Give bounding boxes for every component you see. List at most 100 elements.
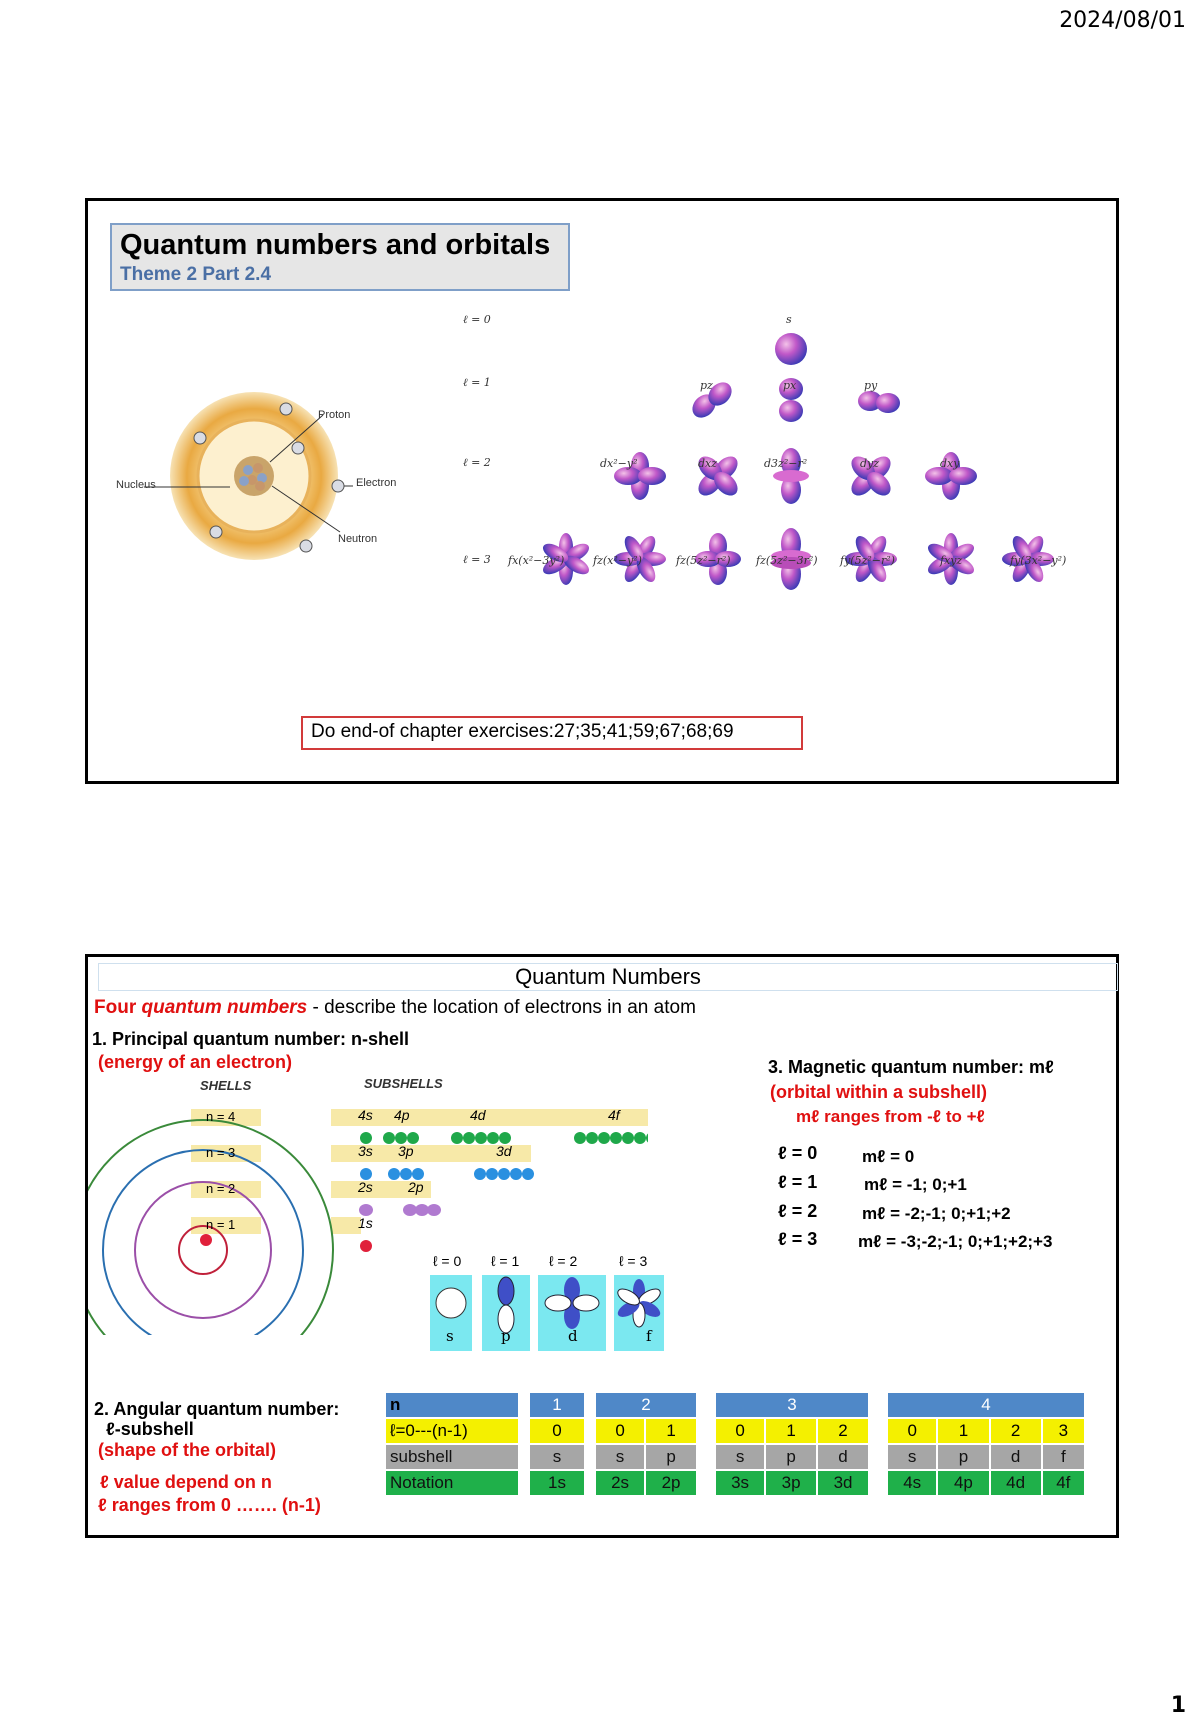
- magnetic-l: ℓ = 1: [778, 1172, 818, 1192]
- neutron-label: Neutron: [338, 533, 378, 545]
- orbital-label: pz: [700, 379, 713, 392]
- orbital-shape-panel: [430, 1275, 664, 1351]
- l-value: 3: [1042, 1419, 1084, 1443]
- shell-n1: n = 1: [206, 1217, 236, 1232]
- orbital-label: fy(5z²−r²): [840, 554, 895, 567]
- angular-heading: 2. Angular quantum number:: [94, 1399, 340, 1419]
- label-n: n: [386, 1393, 518, 1417]
- title-box: Quantum numbers and orbitals Theme 2 Par…: [110, 223, 570, 291]
- n-value: 1: [530, 1393, 584, 1417]
- magnetic-l: ℓ = 2: [778, 1201, 818, 1221]
- angular-heading2: ℓ-subshell: [106, 1419, 194, 1439]
- subshell-label: 4p: [394, 1107, 410, 1123]
- orbital-label: dxy: [940, 457, 960, 470]
- magnetic-l: ℓ = 0: [778, 1143, 818, 1163]
- label-l: ℓ=0---(n-1): [386, 1419, 518, 1443]
- subshell-label: 4d: [470, 1107, 486, 1123]
- intro-red-italic: quantum numbers: [141, 997, 308, 1018]
- magnetic-heading: 3. Magnetic quantum number: mℓ: [768, 1057, 1054, 1077]
- orbital-label: dx²−y²: [600, 457, 638, 470]
- atom-diagram: [144, 392, 353, 560]
- subshell-value: f: [1042, 1445, 1084, 1469]
- notation-value: 4p: [938, 1471, 989, 1495]
- intro-line: Four quantum numbers - describe the loca…: [94, 997, 696, 1019]
- intro-rest: - describe the location of electrons in …: [307, 997, 696, 1018]
- magnetic-m: mℓ = 0: [862, 1147, 915, 1166]
- orbital-label: px: [783, 379, 797, 392]
- l-value: 1: [646, 1419, 696, 1443]
- notation-value: 1s: [530, 1471, 584, 1495]
- proton-label: Proton: [318, 409, 351, 421]
- slide-subtitle: Theme 2 Part 2.4: [120, 264, 272, 285]
- shape-l-label: ℓ = 3: [619, 1253, 648, 1269]
- orbital-label: fxyz: [940, 554, 963, 567]
- principal-heading: 1. Principal quantum number: n-shell: [92, 1029, 410, 1049]
- orbital-label: fz(5z²−3r²): [756, 554, 818, 567]
- subshell-label: 4f: [608, 1107, 620, 1123]
- l-value: 0: [596, 1419, 645, 1443]
- angular-dep2: ℓ ranges from 0 ……. (n-1): [98, 1495, 321, 1515]
- notation-value: 3s: [716, 1471, 765, 1495]
- slide-title: Quantum numbers and orbitals: [120, 229, 551, 261]
- subshell-value: s: [716, 1445, 765, 1469]
- orbital-label: fx(x²−3y²): [508, 554, 565, 567]
- l-value: 1: [766, 1419, 817, 1443]
- l-value: 0: [716, 1419, 765, 1443]
- subshell-label: 4s: [358, 1107, 373, 1123]
- subshell-value: d: [818, 1445, 868, 1469]
- orbital-label: fy(3x²−y²): [1010, 554, 1067, 567]
- notation-value: 4d: [990, 1471, 1041, 1495]
- n-value: 2: [596, 1393, 696, 1417]
- principal-note: (energy of an electron): [98, 1052, 293, 1072]
- notation-value: 3p: [766, 1471, 817, 1495]
- notation-value: 4s: [888, 1471, 937, 1495]
- subshell-value: p: [646, 1445, 696, 1469]
- table-labels: n ℓ=0---(n-1) subshell Notation: [384, 1391, 520, 1497]
- subshells-label: SUBSHELLS: [364, 1076, 443, 1091]
- subshell-label: 1s: [358, 1215, 373, 1231]
- quantum-table: n ℓ=0---(n-1) subshell Notation 1 0 s 1s…: [384, 1391, 1086, 1497]
- date-label: 2024/08/01: [1059, 8, 1186, 33]
- label-notation: Notation: [386, 1471, 518, 1495]
- angular-note: (shape of the orbital): [98, 1440, 277, 1460]
- notation-value: 4f: [1042, 1471, 1084, 1495]
- notation-value: 2s: [596, 1471, 645, 1495]
- n-value: 4: [888, 1393, 1084, 1417]
- subshell-value: p: [766, 1445, 817, 1469]
- slide-title: Quantum Numbers: [98, 963, 1118, 991]
- subshell-label: 3s: [358, 1143, 373, 1159]
- electron-label: Electron: [356, 477, 397, 489]
- label-subshell: subshell: [386, 1445, 518, 1469]
- orbital-label: fz(x²−y²): [593, 554, 642, 567]
- exercise-note: Do end-of chapter exercises:27;35;41;59;…: [301, 716, 803, 750]
- subshell-label: 2s: [358, 1179, 373, 1195]
- orbital-row-label-l0: ℓ = 0: [463, 313, 491, 326]
- shells-label: SHELLS: [200, 1078, 252, 1093]
- orbital-shapes: [542, 333, 1054, 590]
- l-value: 2: [818, 1419, 868, 1443]
- l-value: 1: [938, 1419, 989, 1443]
- magnetic-m: mℓ = -3;-2;-1; 0;+1;+2;+3: [858, 1232, 1053, 1251]
- notation-value: 2p: [646, 1471, 696, 1495]
- subshell-label: 3p: [398, 1143, 414, 1159]
- orbital-label: fz(5z²−r²): [676, 554, 731, 567]
- shape-letter: p: [501, 1327, 511, 1345]
- orbital-label: dxz: [698, 457, 718, 470]
- shell-n2: n = 2: [206, 1181, 236, 1196]
- notation-value: 3d: [818, 1471, 868, 1495]
- shape-l-label: ℓ = 0: [433, 1253, 462, 1269]
- magnetic-l: ℓ = 3: [778, 1229, 818, 1249]
- subshell-label: 3d: [496, 1143, 512, 1159]
- subshell-value: p: [938, 1445, 989, 1469]
- shells-diagram: [88, 1109, 648, 1335]
- shape-l-label: ℓ = 1: [491, 1253, 520, 1269]
- magnetic-m: mℓ = -2;-1; 0;+1;+2: [862, 1204, 1011, 1223]
- subshell-value: s: [530, 1445, 584, 1469]
- table-group-n1: 1 0 s 1s: [528, 1391, 586, 1497]
- orbital-label: s: [786, 313, 792, 326]
- page-number: 1: [1170, 1693, 1186, 1718]
- magnetic-m: mℓ = -1; 0;+1: [864, 1175, 967, 1194]
- magnetic-range: mℓ ranges from -ℓ to +ℓ: [796, 1107, 985, 1126]
